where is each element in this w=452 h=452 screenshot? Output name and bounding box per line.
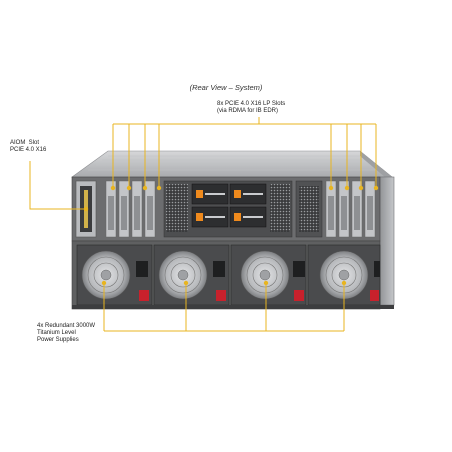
callout-aiom-dot	[83, 206, 89, 212]
callout-aiom-line	[29, 161, 86, 210]
psu-label-line2: Titanium Level	[37, 330, 76, 336]
chassis-top	[71, 150, 393, 178]
drive-bays	[191, 183, 267, 228]
callout-pcie-dots	[110, 185, 379, 191]
chassis-foot	[72, 305, 394, 309]
aiom-label-line2: PCIE 4.0 X16	[10, 147, 47, 153]
callout-psu-dots	[101, 280, 347, 286]
vent-mesh-left	[166, 184, 188, 232]
diagram-title: (Rear View – System)	[189, 83, 263, 92]
callout-psu-lines	[103, 283, 345, 332]
power-supplies-label: 4x Redundant 3000W Titanium Level Power …	[37, 323, 95, 344]
pcie-label-line1: 8x PCIE 4.0 X16 LP Slots	[217, 101, 286, 107]
psu-label-line3: Power Supplies	[37, 337, 79, 343]
pcie-slots-label: 8x PCIE 4.0 X16 LP Slots (via RDMA for I…	[217, 101, 285, 115]
chassis-right-rail	[377, 176, 395, 306]
psu-3	[230, 244, 307, 306]
right-io-mesh	[299, 186, 319, 232]
pcie-label-line2: (via RDMA for IB EDR)	[217, 108, 279, 114]
aiom-label-line1: AIOM Slot	[10, 140, 40, 146]
vent-mesh-right	[270, 184, 290, 232]
callout-pcie-lines	[112, 117, 377, 188]
psu-2	[153, 244, 230, 306]
pcie-slots-left	[105, 180, 156, 238]
aiom-slot-label: AIOM Slot PCIE 4.0 X16	[10, 140, 46, 154]
psu-1	[76, 244, 153, 306]
psu-label-line1: 4x Redundant 3000W	[37, 323, 96, 329]
